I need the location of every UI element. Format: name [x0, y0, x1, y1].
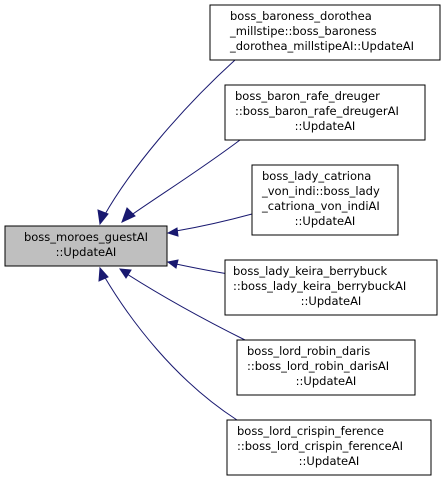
- caller-node-label-line: _catriona_von_indiAI: [261, 199, 380, 213]
- call-edge: [129, 139, 241, 217]
- caller-node-label-line: ::boss_lord_robin_darisAI: [247, 359, 389, 373]
- caller-node-label-line: _millstipe::boss_baroness: [229, 24, 377, 38]
- edge-arrowhead: [121, 207, 136, 223]
- edge-layer: [97, 59, 253, 421]
- call-edge: [103, 59, 236, 217]
- caller-node-lord-robin-daris[interactable]: boss_lord_robin_daris ::boss_lord_robin_…: [236, 339, 416, 396]
- root-node-box: [4, 225, 168, 267]
- caller-node-label-line: ::boss_baron_rafe_dreugerAI: [235, 104, 399, 118]
- caller-node-lady-keira-berrybuck[interactable]: boss_lady_keira_berrybuck ::boss_lady_ke…: [224, 259, 438, 316]
- edge-arrowhead: [119, 268, 132, 279]
- root-node-label-line: boss_moroes_guestAI: [24, 230, 148, 244]
- caller-node-baroness-dorothea[interactable]: boss_baroness_dorothea _millstipe::boss_…: [209, 4, 441, 61]
- edge-arrowhead: [98, 266, 109, 282]
- caller-node-lord-crispin-ference[interactable]: boss_lord_crispin_ference ::boss_lord_cr…: [226, 419, 432, 476]
- call-edge: [175, 213, 253, 232]
- call-edge: [103, 275, 238, 421]
- caller-node-label-line: ::UpdateAI: [301, 294, 362, 308]
- caller-node-label-line: _von_indi::boss_lady: [261, 184, 380, 198]
- caller-node-label-line: ::UpdateAI: [295, 119, 356, 133]
- edge-arrowhead: [97, 209, 109, 226]
- caller-node-box: [224, 259, 438, 316]
- caller-node-label-line: boss_lord_crispin_ference: [237, 424, 384, 438]
- caller-node-label-line: ::boss_lord_crispin_ferenceAI: [237, 439, 403, 453]
- caller-node-label-line: boss_lord_robin_daris: [247, 344, 370, 358]
- caller-node-label-line: boss_lady_catriona: [262, 169, 371, 183]
- caller-node-label-line: boss_lady_keira_berrybuck: [233, 264, 388, 278]
- caller-node-box: [236, 339, 416, 396]
- call-edge: [126, 273, 246, 341]
- caller-node-lady-catriona[interactable]: boss_lady_catriona _von_indi::boss_lady …: [251, 164, 399, 236]
- caller-node-box: [209, 4, 441, 61]
- caller-node-label-line: ::UpdateAI: [295, 214, 356, 228]
- root-node-label-line: ::UpdateAI: [56, 245, 117, 259]
- caller-node-label-line: ::UpdateAI: [299, 454, 360, 468]
- caller-node-box: [251, 164, 399, 236]
- caller-node-label-line: boss_baron_rafe_dreuger: [235, 89, 380, 103]
- caller-node-box: [224, 84, 426, 141]
- caller-node-label-line: ::boss_lady_keira_berrybuckAI: [233, 279, 406, 293]
- root-node[interactable]: boss_moroes_guestAI ::UpdateAI: [4, 225, 168, 267]
- edge-arrowhead: [166, 259, 179, 269]
- caller-node-baron-rafe-dreuger[interactable]: boss_baron_rafe_dreuger ::boss_baron_raf…: [224, 84, 426, 141]
- caller-node-box: [226, 419, 432, 476]
- edge-arrowhead: [166, 227, 179, 237]
- caller-node-label-line: _dorothea_millstipeAI::UpdateAI: [229, 39, 414, 53]
- caller-node-label-line: boss_baroness_dorothea: [230, 9, 372, 23]
- caller-node-label-line: ::UpdateAI: [296, 374, 357, 388]
